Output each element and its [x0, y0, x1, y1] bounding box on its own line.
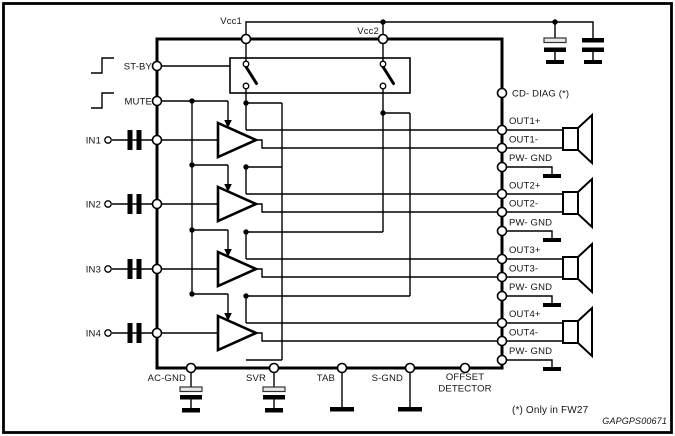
ground-bar: [584, 60, 602, 64]
in3-source-terminal: [104, 265, 112, 273]
pin-out2n: [496, 206, 508, 218]
labels: Vcc1 Vcc2 ST-BY MUTE IN1 IN2 IN3 IN4 CD-…: [86, 16, 667, 426]
pin-out3n: [496, 271, 508, 283]
in2-source-terminal: [104, 200, 112, 208]
wire-switch-stems: [245, 39, 384, 113]
wire-speaker-ground: [502, 129, 563, 367]
label-vcc2: Vcc2: [357, 26, 379, 37]
pin-out4p: [496, 317, 508, 329]
pin-tab: [336, 362, 348, 374]
standby-switch-box: [229, 57, 411, 94]
label-pwgnd2: PW- GND: [509, 218, 552, 229]
label-pwgnd3: PW- GND: [509, 282, 552, 293]
label-in1: IN1: [86, 136, 101, 147]
tab-ground-bar: [330, 407, 354, 412]
switch1-contact-bottom: [242, 82, 250, 90]
speakers: [562, 112, 593, 359]
speaker-1: [562, 112, 593, 166]
label-vcc1: Vcc1: [220, 16, 242, 27]
pin-vcc1: [240, 33, 252, 45]
label-offset-line2: DETECTOR: [438, 384, 491, 395]
ic-pins: [104, 33, 508, 374]
note-fw27: (*) Only in FW27: [512, 405, 589, 416]
pin-svr: [268, 362, 280, 374]
label-out2p: OUT2+: [509, 181, 541, 192]
pin-out1n: [496, 142, 508, 154]
label-out2n: OUT2-: [509, 199, 538, 210]
pin-out3p: [496, 253, 508, 265]
switch2-contact-bottom: [379, 82, 387, 90]
supply-decoupling-caps: [543, 37, 604, 64]
pin-pwgnd1: [496, 161, 508, 173]
bottom-components: [179, 386, 422, 413]
pin-pwgnd2: [496, 225, 508, 237]
in1-source-terminal: [104, 136, 112, 144]
pin-out2p: [496, 188, 508, 200]
label-in2: IN2: [86, 200, 101, 211]
label-stby: ST-BY: [124, 62, 153, 73]
pin-offset-detector: [459, 362, 471, 374]
label-svr: SVR: [246, 373, 266, 384]
pin-s-gnd: [404, 362, 416, 374]
mute-arrows: [224, 120, 232, 321]
pin-in1: [151, 134, 163, 146]
pin-in4: [151, 327, 163, 339]
label-out3n: OUT3-: [509, 264, 538, 275]
electrolytic-cap-plus-plate: [543, 37, 567, 44]
pin-in2: [151, 198, 163, 210]
wiring: [112, 21, 594, 408]
supply-switches: [242, 60, 395, 90]
pw-ground-bars: [543, 174, 561, 371]
speaker-3: [562, 241, 593, 295]
wire-internal-chain: [245, 102, 411, 361]
switch1-contact-top: [242, 60, 250, 68]
label-in4: IN4: [86, 329, 101, 340]
junction-dots: [189, 19, 558, 299]
wire-output-lines: [246, 129, 502, 342]
label-tab: TAB: [317, 373, 335, 384]
wire-bottom-components: [190, 52, 594, 408]
in4-source-terminal: [104, 329, 112, 337]
label-pwgnd1: PW- GND: [509, 153, 552, 164]
switch2-contact-top: [379, 60, 387, 68]
pin-vcc2: [377, 33, 389, 45]
switch2-blade: [381, 64, 395, 85]
label-out3p: OUT3+: [509, 245, 541, 256]
pin-stby: [151, 60, 163, 72]
label-cd-diag: CD- DIAG (*): [512, 89, 569, 100]
pin-mute: [151, 95, 163, 107]
label-out4p: OUT4+: [509, 309, 541, 320]
label-pwgnd4: PW- GND: [509, 346, 552, 357]
speaker-4: [562, 305, 593, 359]
pin-out4n: [496, 335, 508, 347]
sgnd-ground-bar: [398, 407, 422, 412]
label-out1n: OUT1-: [509, 135, 538, 146]
label-mute: MUTE: [124, 97, 152, 108]
label-out1p: OUT1+: [509, 116, 541, 127]
ground-bar: [546, 60, 564, 64]
label-ac-gnd: AC-GND: [148, 373, 186, 384]
logic-step-icons: [91, 57, 114, 109]
switch1-blade: [244, 64, 258, 85]
label-out4n: OUT4-: [509, 328, 538, 339]
label-s-gnd: S-GND: [372, 373, 403, 384]
pin-ac-gnd: [185, 362, 197, 374]
figure-code: GAPGPS00671: [602, 416, 667, 426]
pin-cd-diag: [496, 87, 508, 99]
speaker-2: [562, 176, 593, 230]
input-coupling-caps: [127, 130, 142, 343]
pin-pwgnd4: [496, 354, 508, 366]
pin-pwgnd3: [496, 290, 508, 302]
label-offset-line1: OFFSET: [446, 372, 484, 383]
pin-in3: [151, 263, 163, 275]
pin-out1p: [496, 124, 508, 136]
label-in3: IN3: [86, 265, 101, 276]
